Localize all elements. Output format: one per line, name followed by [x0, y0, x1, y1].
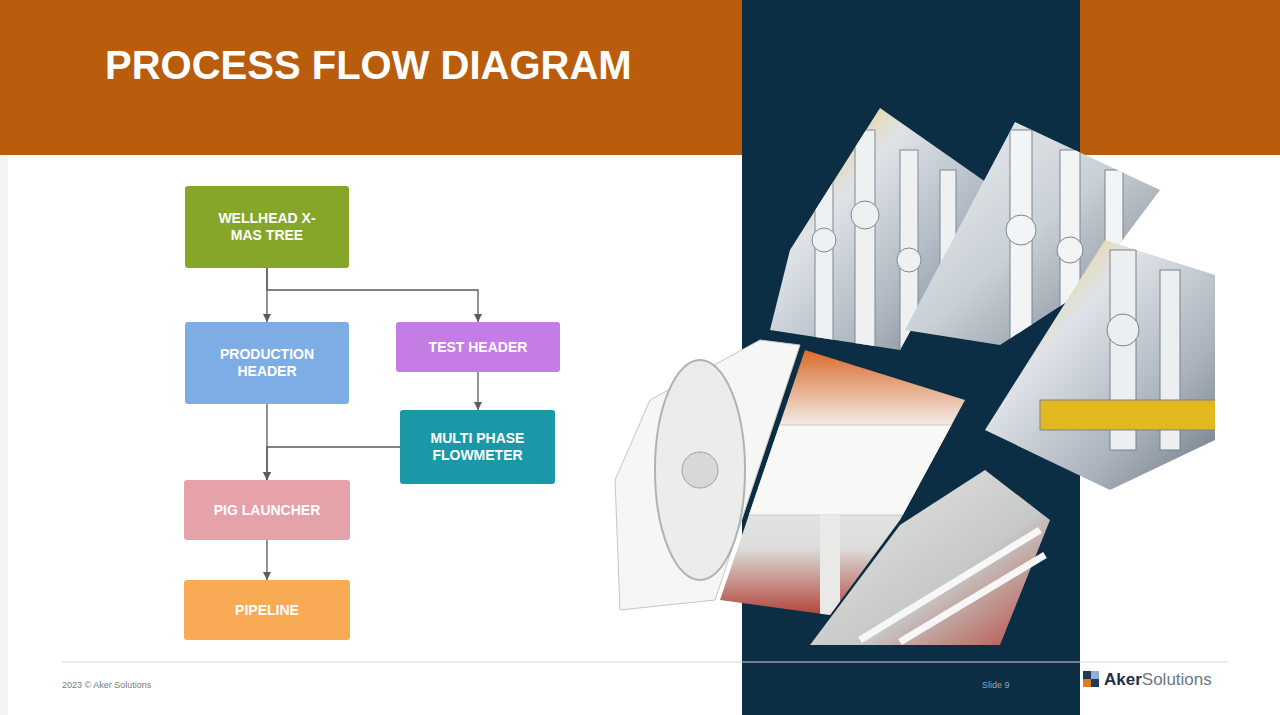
footer-copyright: 2023 © Aker Solutions: [62, 680, 151, 690]
slide-title: PROCESS FLOW DIAGRAM: [105, 41, 632, 89]
process-box: WELLHEAD X-MAS TREE: [185, 186, 349, 268]
process-box: PRODUCTION HEADER: [185, 322, 349, 404]
left-edge: [0, 155, 8, 715]
process-box: MULTI PHASE FLOWMETER: [400, 410, 555, 484]
header-band: [0, 0, 1280, 155]
footer-rule: [62, 662, 1228, 663]
box-label: MULTI PHASE FLOWMETER: [414, 430, 542, 464]
logo-word: Solutions: [1142, 670, 1212, 690]
company-logo: AkerSolutions: [1104, 670, 1212, 690]
photo-collage: [615, 108, 1220, 645]
slide-number: Slide 9: [982, 680, 1010, 690]
logo-word: Aker: [1104, 670, 1142, 690]
box-label: PRODUCTION HEADER: [211, 346, 323, 380]
process-box: TEST HEADER: [396, 322, 560, 372]
flow-arrow: [266, 540, 267, 580]
process-box: PIG LAUNCHER: [184, 480, 350, 540]
flow-arrow: [267, 447, 400, 480]
flow-arrow: [477, 372, 478, 410]
flow-arrow: [267, 268, 478, 322]
process-box: PIPELINE: [184, 580, 350, 640]
box-label: WELLHEAD X-MAS TREE: [210, 210, 325, 244]
box-label: TEST HEADER: [429, 339, 528, 356]
box-label: PIG LAUNCHER: [214, 502, 321, 519]
logo-icon: [1083, 671, 1099, 687]
box-label: PIPELINE: [235, 602, 299, 619]
